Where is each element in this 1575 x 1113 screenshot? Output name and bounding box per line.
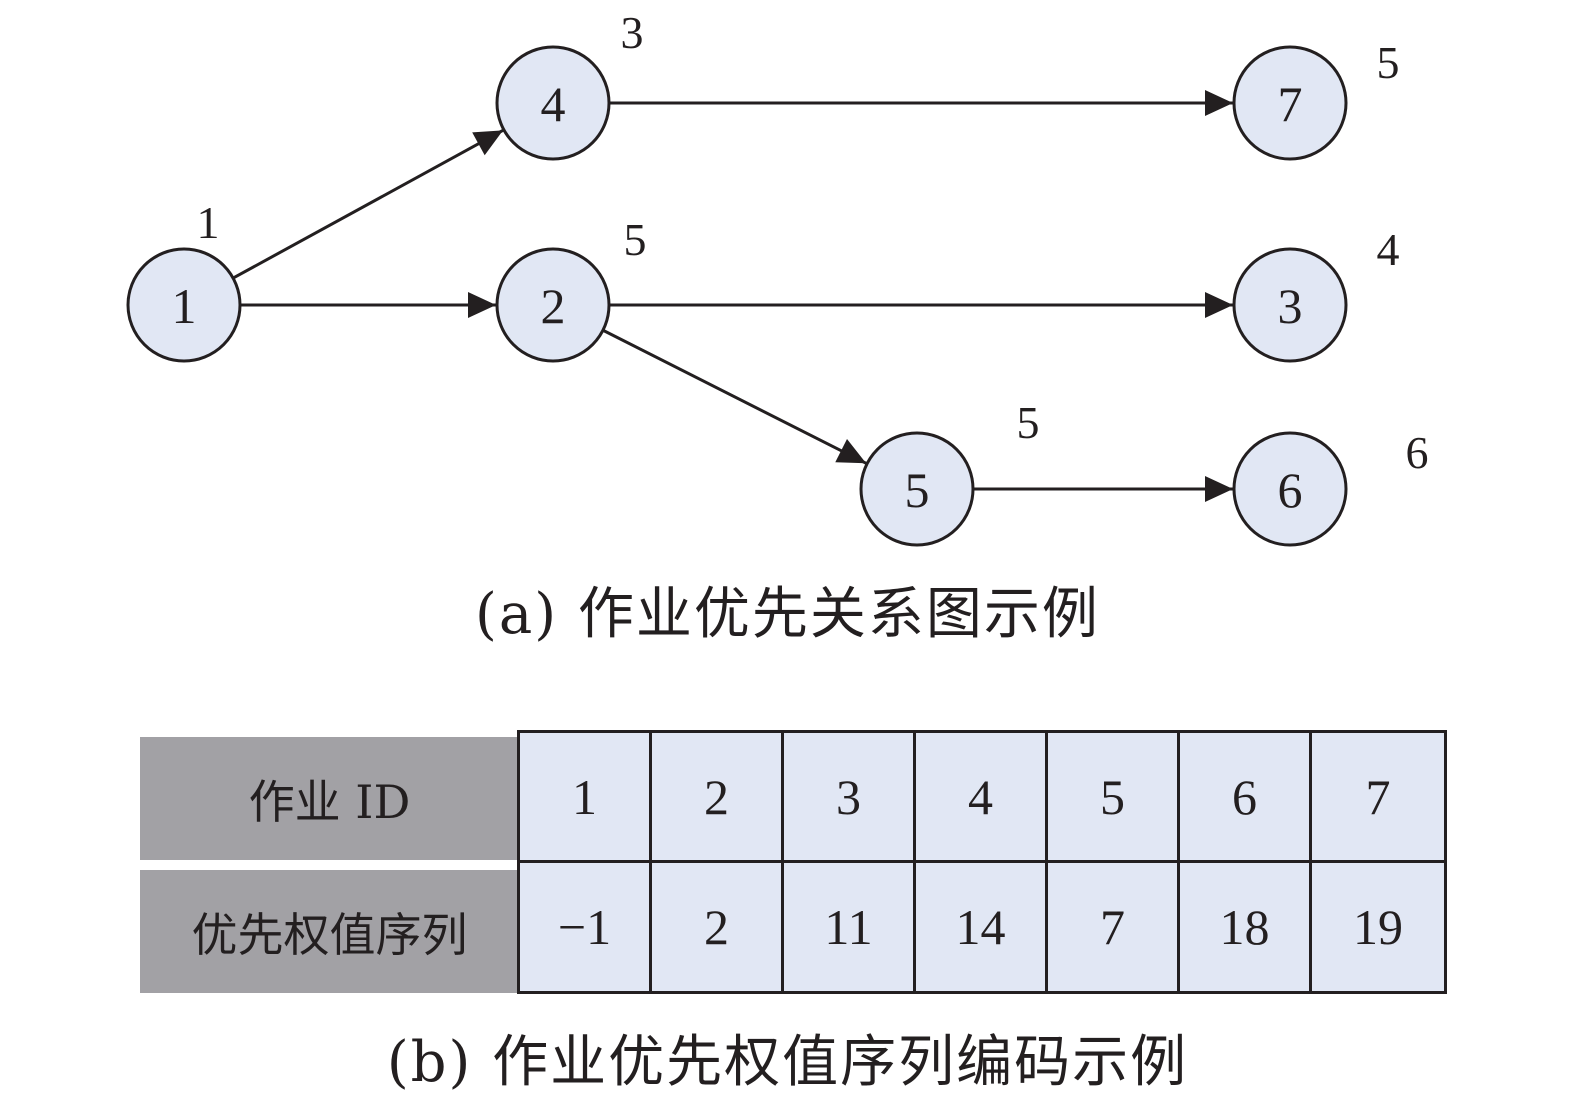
priority-cell: 2 [652, 863, 784, 991]
node-weight: 5 [1377, 37, 1400, 88]
priority-cell: 7 [1048, 863, 1180, 991]
caption-a: (a) 作业优先关系图示例 [475, 582, 1100, 647]
job-id-cell: 1 [520, 733, 652, 863]
arrowhead-icon [468, 292, 496, 318]
node-circle [126, 247, 242, 363]
arrowhead-icon [835, 439, 867, 464]
node-weight: 5 [1017, 397, 1040, 448]
node-3: 34 [1232, 224, 1400, 363]
priority-cell: 14 [916, 863, 1048, 991]
job-id-cell: 3 [784, 733, 916, 863]
node-circle [1232, 247, 1348, 363]
node-weight: 5 [624, 214, 647, 265]
row-header-priority: 优先权值序列 [140, 870, 519, 993]
caption-b: (b) 作业优先权值序列编码示例 [386, 1030, 1189, 1095]
node-label: 3 [1278, 278, 1303, 334]
node-2: 25 [495, 214, 647, 363]
edges-layer [232, 90, 1233, 502]
priority-cell: 19 [1353, 899, 1403, 955]
encoding-table: 1 2 3 4 5 6 7 −1 2 11 14 7 18 19 [517, 730, 1447, 994]
arrowhead-icon [1205, 476, 1233, 502]
edge-2-to-5 [602, 328, 867, 465]
node-label: 5 [905, 462, 930, 518]
node-label: 6 [1278, 462, 1303, 518]
node-1: 11 [126, 197, 242, 363]
job-id-cell: 4 [916, 733, 1048, 863]
row-header-job-id: 作业 ID [140, 737, 519, 860]
arrowhead-icon [1205, 292, 1233, 318]
arrowhead-icon [472, 130, 504, 156]
node-label: 4 [541, 76, 566, 132]
node-label: 1 [172, 278, 197, 334]
node-5: 55 [859, 397, 1040, 547]
node-weight: 3 [621, 7, 644, 58]
job-id-cell: 2 [652, 733, 784, 863]
job-id-cell: 7 [1312, 733, 1444, 863]
node-7: 75 [1232, 37, 1400, 161]
node-weight: 4 [1377, 224, 1400, 275]
node-label: 7 [1278, 76, 1303, 132]
node-weight: 6 [1406, 427, 1429, 478]
job-id-cell: 6 [1180, 733, 1312, 863]
node-label: 2 [541, 278, 566, 334]
job-id-cell: 5 [1048, 733, 1180, 863]
node-weight: 1 [197, 197, 220, 248]
priority-cell: 11 [784, 863, 916, 991]
arrowhead-icon [1205, 90, 1233, 116]
node-circle [859, 431, 975, 547]
node-circle [1232, 45, 1348, 161]
node-circle [495, 45, 611, 161]
node-circle [1232, 431, 1348, 547]
node-6: 66 [1232, 427, 1429, 547]
node-4: 43 [495, 7, 644, 161]
edge-1-to-4 [232, 129, 504, 280]
priority-cell: 18 [1180, 863, 1312, 991]
priority-cell: −1 [520, 863, 652, 991]
node-circle [495, 247, 611, 363]
